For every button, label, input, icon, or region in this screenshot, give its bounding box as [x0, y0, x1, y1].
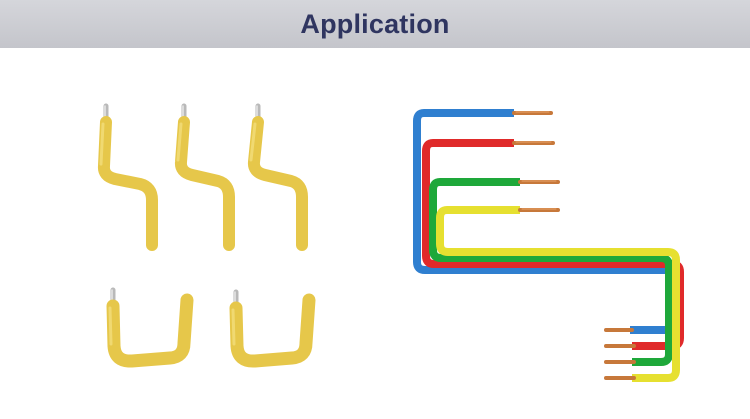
red-wire: [422, 139, 684, 350]
u-wire-1: [106, 287, 194, 368]
z-wire-1: [97, 103, 158, 251]
product-illustration: [97, 103, 684, 382]
z-wire-3: [247, 103, 308, 251]
u-wire-2: [229, 289, 316, 368]
z-wire-2: [174, 103, 235, 251]
yellow-wire: [436, 206, 680, 382]
header-bar: Application: [0, 0, 750, 48]
green-wire: [429, 178, 673, 366]
bent-yellow-wires-icon: [97, 103, 316, 368]
page-title: Application: [300, 8, 450, 39]
colored-wire-bundle-icon: [413, 109, 684, 382]
